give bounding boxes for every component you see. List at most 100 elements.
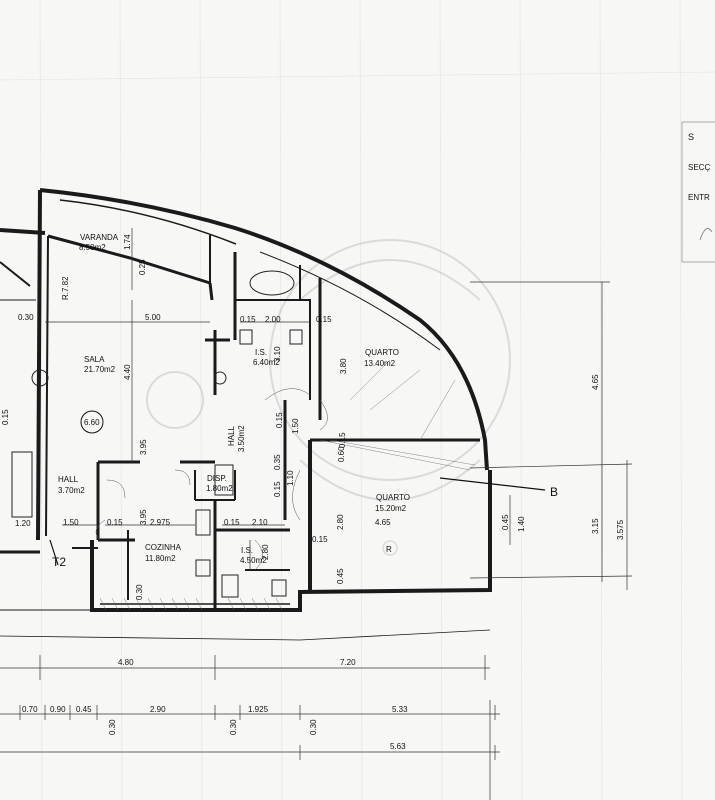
dim-2-90: 2.90 xyxy=(150,705,166,714)
section-mark-b: B xyxy=(550,485,558,499)
level-mark: 6.60 xyxy=(84,418,100,427)
stamp-text-2: SECÇ xyxy=(688,163,710,172)
hall1-name: HALL xyxy=(227,425,236,446)
dim-0-15-i: 0.15 xyxy=(338,432,347,448)
kitchen-stove xyxy=(195,509,211,536)
is2-name: I.S. xyxy=(241,546,253,555)
dim-0-25: 0.25 xyxy=(138,259,147,275)
dim-3-80: 3.80 xyxy=(339,358,348,374)
dim-3-10: 3.10 xyxy=(273,346,282,362)
level-circle xyxy=(80,410,104,434)
registered-mark: R xyxy=(386,545,392,554)
dim-1-10: 1.10 xyxy=(286,470,295,486)
dim-1-925: 1.925 xyxy=(248,705,269,714)
dim-0-30-d: 0.30 xyxy=(229,719,238,735)
toilet xyxy=(289,329,303,345)
varanda-area: 8.50m2 xyxy=(79,243,106,252)
is2-toilet xyxy=(221,574,239,598)
dim-0-15-a: 0.15 xyxy=(240,315,256,324)
markers: T2 B 6.60 R.7.82 R xyxy=(52,276,558,569)
dim-0-45-c: 0.45 xyxy=(76,705,92,714)
dim-0-90: 0.90 xyxy=(50,705,66,714)
dim-5-33: 5.33 xyxy=(392,705,408,714)
radius-mark: R.7.82 xyxy=(61,276,70,300)
hall1-area: 3.50m2 xyxy=(237,425,246,452)
dim-1-50-a: 1.50 xyxy=(291,418,300,434)
is2-basin xyxy=(271,579,287,597)
dim-0-35: 0.35 xyxy=(273,454,282,470)
dim-1-50-b: 1.50 xyxy=(63,518,79,527)
stamp-text-3: ENTR xyxy=(688,193,710,202)
sala-area: 21.70m2 xyxy=(84,365,116,374)
dim-2-10: 2.10 xyxy=(252,518,268,527)
dim-0-15-f: 0.15 xyxy=(224,518,240,527)
cozinha-name: COZINHA xyxy=(145,543,182,552)
quarto2-area: 15.20m2 xyxy=(375,504,407,513)
walls xyxy=(0,188,492,641)
dim-0-30-a: 0.30 xyxy=(18,313,34,322)
dim-3-15: 3.15 xyxy=(591,518,600,534)
dim-0-70: 0.70 xyxy=(22,705,38,714)
column xyxy=(31,369,49,387)
cozinha-area: 11.80m2 xyxy=(145,554,176,563)
bidet xyxy=(239,329,253,345)
varanda-name: VARANDA xyxy=(80,233,119,242)
watermark-logo xyxy=(146,239,511,556)
dimension-labels: 0.30 5.00 1.74 0.25 0.15 2.00 0.15 3.10 … xyxy=(1,234,625,751)
dim-0-15-g: 0.15 xyxy=(312,535,328,544)
dim-0-30-c: 0.30 xyxy=(108,719,117,735)
left-counter xyxy=(11,451,33,518)
quarto2-name: QUARTO xyxy=(376,493,410,502)
section-mark-t2: T2 xyxy=(52,555,66,569)
section-lines xyxy=(49,477,546,566)
quarto1-area: 13.40m2 xyxy=(364,359,396,368)
dim-0-30-e: 0.30 xyxy=(309,719,318,735)
wall-hatching xyxy=(99,359,476,611)
dim-4-40: 4.40 xyxy=(123,364,132,380)
dim-0-60: 0.60 xyxy=(337,446,346,462)
disp-shelf xyxy=(214,464,234,496)
dim-5-63: 5.63 xyxy=(390,742,406,751)
dim-0-15-e: 0.15 xyxy=(273,481,282,497)
dim-4-80: 4.80 xyxy=(118,658,134,667)
dim-3-575: 3.575 xyxy=(616,519,625,540)
sink xyxy=(213,371,227,385)
fixtures xyxy=(11,270,303,598)
dim-2-80-b: 2.80 xyxy=(336,514,345,530)
dim-7-20: 7.20 xyxy=(340,658,356,667)
hall2-area: 3.70m2 xyxy=(58,486,85,495)
kitchen-sink xyxy=(195,559,211,577)
dim-2-975: 2.975 xyxy=(150,518,171,527)
dim-2-00: 2.00 xyxy=(265,315,281,324)
dim-0-45: 0.45 xyxy=(501,514,510,530)
disp-name: DISP. xyxy=(207,474,227,483)
dim-0-15-h: 0.15 xyxy=(107,518,123,527)
dim-4-65-v: 4.65 xyxy=(591,374,600,390)
dim-5-00: 5.00 xyxy=(145,313,161,322)
title-stamp: S SECÇ ENTR xyxy=(681,121,715,263)
is1-area: 6.40m2 xyxy=(253,358,280,367)
room-labels: VARANDA 8.50m2 SALA 21.70m2 I.S. 6.40m2 … xyxy=(58,233,410,565)
quarto1-name: QUARTO xyxy=(365,348,399,357)
dim-0-30-b: 0.30 xyxy=(135,584,144,600)
dim-3-95-a: 3.95 xyxy=(139,439,148,455)
dimension-lines xyxy=(0,228,633,800)
dim-0-15-d: 0.15 xyxy=(275,412,284,428)
dim-1-40: 1.40 xyxy=(517,516,526,532)
dim-2-80-a: 2.80 xyxy=(261,544,270,560)
bathtub xyxy=(249,270,295,296)
disp-area: 1.80m2 xyxy=(206,484,233,493)
dim-3-95-b: 3.95 xyxy=(139,509,148,525)
sala-name: SALA xyxy=(84,355,105,364)
door-swings xyxy=(95,388,328,571)
dim-1-74: 1.74 xyxy=(123,234,132,250)
dim-0-45-b: 0.45 xyxy=(336,568,345,584)
dim-0-15-b: 0.15 xyxy=(316,315,332,324)
is2-area: 4.50m2 xyxy=(240,556,267,565)
hall2-name: HALL xyxy=(58,475,79,484)
dim-4-65: 4.65 xyxy=(375,518,391,527)
dim-1-20: 1.20 xyxy=(15,519,31,528)
